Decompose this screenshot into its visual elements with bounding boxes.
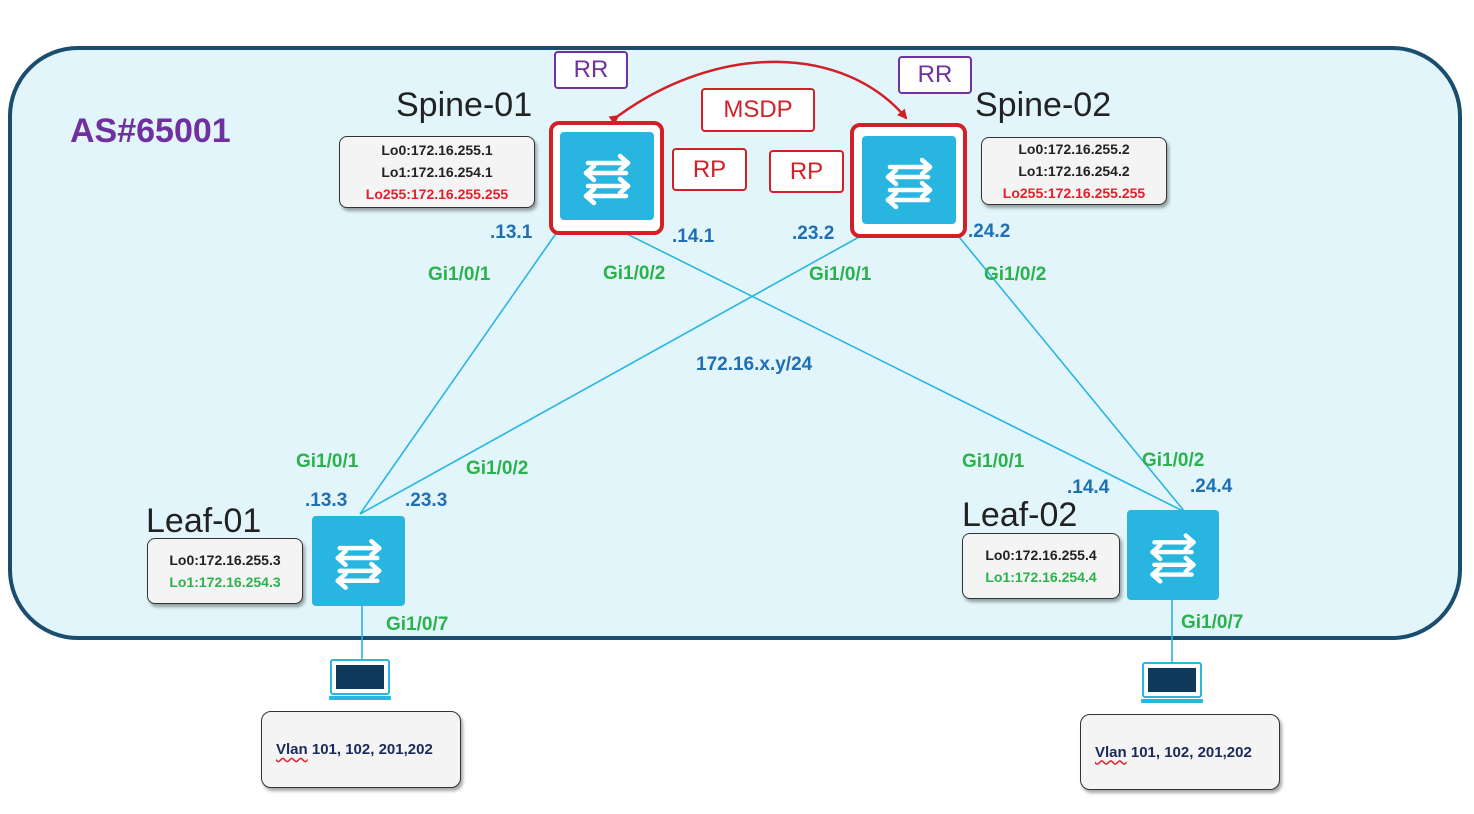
leaf02-port-gi101: Gi1/0/1 <box>962 451 1025 472</box>
link-spine01-leaf01 <box>359 231 558 515</box>
spine01-port-gi102: Gi1/0/2 <box>603 263 666 284</box>
spine02-loopbacks: Lo0:172.16.255.2 Lo1:172.16.254.2 Lo255:… <box>981 137 1167 205</box>
spine02-lo255: Lo255:172.16.255.255 <box>1002 185 1146 201</box>
spine01-switch[interactable] <box>560 132 654 220</box>
leaf01-vlan-word: Vlan <box>276 741 308 758</box>
spine02-ip-24: .24.2 <box>968 221 1011 242</box>
spine02-lo0: Lo0:172.16.255.2 <box>1018 141 1130 157</box>
leaf02-name: Leaf-02 <box>962 496 1078 534</box>
link-spine01-leaf02 <box>614 227 1186 513</box>
spine01-ip-14: .14.1 <box>672 226 715 247</box>
leaf02-ip-14: .14.4 <box>1067 477 1110 498</box>
leaf01-vlan-list: 101, 102, 201,202 <box>307 741 433 758</box>
leaf02-vlan-word: Vlan <box>1095 743 1127 761</box>
spine02-ip-23: .23.2 <box>792 223 835 244</box>
spine01-port-gi101: Gi1/0/1 <box>428 264 491 285</box>
spine02-switch[interactable] <box>862 136 956 224</box>
leaf01-switch[interactable] <box>312 516 405 606</box>
spine02-lo1: Lo1:172.16.254.2 <box>1018 163 1130 179</box>
laptop-icon <box>1141 662 1203 703</box>
leaf02-switch[interactable] <box>1127 510 1219 600</box>
leaf02-loopbacks: Lo0:172.16.255.4 Lo1:172.16.254.4 <box>962 533 1120 599</box>
leaf01-loopbacks: Lo0:172.16.255.3 Lo1:172.16.254.3 <box>147 538 303 604</box>
leaf02-vlan-list: 101, 102, 201,202 <box>1126 743 1252 761</box>
leaf02-lo1: Lo1:172.16.254.4 <box>985 569 1097 585</box>
subnet-label: 172.16.x.y/24 <box>696 354 813 375</box>
leaf02-port-gi102: Gi1/0/2 <box>1142 450 1205 471</box>
link-spine02-leaf01 <box>359 231 869 515</box>
spine02-rp-tag: RP <box>769 150 844 193</box>
spine02-port-gi102: Gi1/0/2 <box>984 264 1047 285</box>
leaf01-ip-23: .23.3 <box>405 490 448 511</box>
spine01-ip-13: .13.1 <box>490 222 533 243</box>
spine01-lo1: Lo1:172.16.254.1 <box>381 164 493 180</box>
spine02-rr-tag: RR <box>898 56 972 94</box>
spine01-lo255: Lo255:172.16.255.255 <box>365 186 509 202</box>
switch-icon <box>583 153 631 206</box>
spine01-loopbacks: Lo0:172.16.255.1 Lo1:172.16.254.1 Lo255:… <box>339 136 535 208</box>
leaf01-port-gi101: Gi1/0/1 <box>296 451 359 472</box>
msdp-tag: MSDP <box>701 88 815 132</box>
leaf01-name: Leaf-01 <box>146 502 262 540</box>
switch-icon <box>335 538 382 590</box>
leaf02-lo0: Lo0:172.16.255.4 <box>985 547 1097 563</box>
msdp-arrow <box>608 60 908 125</box>
leaf02-vlan-box: Vlan 101, 102, 201,202 <box>1080 714 1280 790</box>
leaf02-ip-24: .24.4 <box>1190 476 1233 497</box>
link-spine02-leaf02 <box>954 231 1186 513</box>
spine01-rp-tag: RP <box>672 148 747 191</box>
leaf01-vlan-box: Vlan 101, 102, 201,202 <box>261 711 461 788</box>
switch-icon <box>1150 533 1196 584</box>
switch-icon <box>885 157 933 210</box>
spine02-port-gi101: Gi1/0/1 <box>809 264 872 285</box>
leaf01-port-gi102: Gi1/0/2 <box>466 458 529 479</box>
laptop-icon <box>329 659 391 700</box>
leaf02-port-gi107: Gi1/0/7 <box>1181 612 1244 633</box>
leaf01-ip-13: .13.3 <box>305 490 348 511</box>
spine01-rr-tag: RR <box>554 51 628 89</box>
leaf01-port-gi107: Gi1/0/7 <box>386 614 449 635</box>
spine01-lo0: Lo0:172.16.255.1 <box>381 142 493 158</box>
leaf01-lo0: Lo0:172.16.255.3 <box>169 552 281 568</box>
leaf01-lo1: Lo1:172.16.254.3 <box>169 574 281 590</box>
as-label: AS#65001 <box>70 112 231 150</box>
spine01-name: Spine-01 <box>396 86 533 124</box>
spine02-name: Spine-02 <box>975 86 1112 124</box>
